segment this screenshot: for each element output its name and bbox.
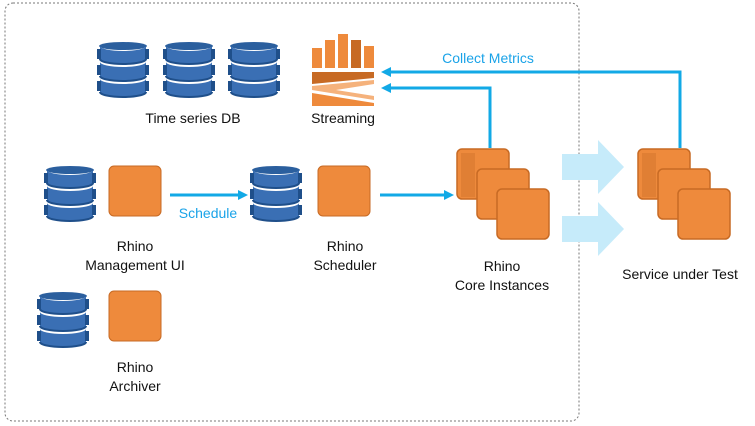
scheduler-db-icon	[249, 165, 303, 222]
management-ui-label: Rhino Management UI	[60, 237, 210, 275]
schedule-label: Schedule	[178, 205, 238, 221]
scheduler-label: Rhino Scheduler	[285, 237, 405, 275]
archiver-label: Rhino Archiver	[75, 358, 195, 396]
core-instances-label: Rhino Core Instances	[432, 257, 572, 295]
scheduler-label-line2: Scheduler	[313, 257, 377, 273]
archiver-label-line1: Rhino	[116, 359, 154, 375]
service-under-test-label: Service under Test	[622, 266, 738, 282]
service-under-test-icon	[637, 148, 731, 240]
time-series-db-icon-2	[162, 41, 216, 98]
scheduler-label-line1: Rhino	[326, 238, 364, 254]
archiver-db-icon	[36, 291, 90, 348]
management-ui-label-line1: Rhino	[116, 238, 154, 254]
collect-metrics-label: Collect Metrics	[442, 50, 534, 66]
archiver-label-line2: Archiver	[109, 378, 161, 394]
core-to-streaming-arrow	[381, 83, 492, 148]
streaming-icon	[312, 34, 374, 106]
time-series-db-icon-1	[96, 41, 150, 98]
management-ui-instance-icon	[108, 165, 162, 217]
time-series-db-label: Time series DB	[145, 110, 241, 126]
collect-metrics-arrow-from-service	[381, 67, 682, 148]
core-instances-icon	[456, 148, 550, 240]
core-instances-label-line2: Core Instances	[454, 277, 550, 293]
streaming-label: Streaming	[311, 110, 375, 126]
load-arrow-lower	[562, 202, 624, 256]
load-arrow-upper	[562, 140, 624, 194]
management-ui-db-icon	[43, 165, 97, 222]
core-instances-label-line1: Rhino	[483, 258, 521, 274]
management-ui-label-line2: Management UI	[85, 257, 185, 273]
scheduler-instance-icon	[317, 165, 371, 217]
system-boundary-frame	[4, 2, 580, 422]
time-series-db-icon-3	[227, 41, 281, 98]
archiver-instance-icon	[108, 290, 162, 342]
